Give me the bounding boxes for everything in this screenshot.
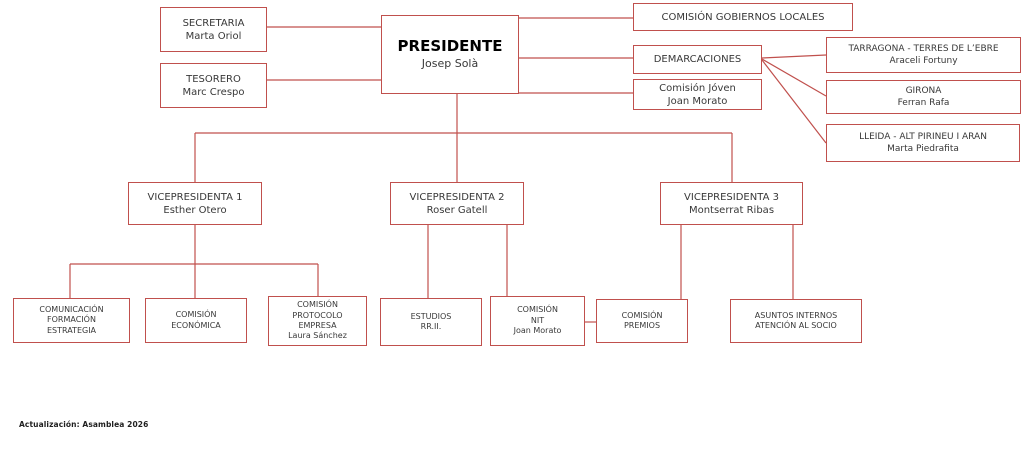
node-person: Joan Morato (513, 326, 562, 336)
node-title: ASUNTOS INTERNOS (754, 310, 838, 320)
org-node-tesorero: TESORERO Marc Crespo (160, 63, 267, 108)
node-title: ESTUDIOS (410, 311, 452, 321)
node-title: VICEPRESIDENTA 3 (684, 191, 779, 203)
node-person: Esther Otero (163, 204, 227, 216)
org-node-lleida: LLEIDA - ALT PIRINEU I ARAN Marta Piedra… (826, 124, 1020, 162)
node-title: NIT (530, 315, 545, 325)
node-person: Roser Gatell (426, 204, 488, 216)
node-title: Comisión Jóven (659, 82, 736, 94)
node-title: PREMIOS (623, 321, 661, 330)
node-title: PROTOCOLO (292, 310, 343, 320)
node-title: COMISIÓN (175, 310, 217, 320)
node-title: RR.II. (420, 322, 442, 331)
node-title: ECONÓMICA (171, 320, 221, 330)
node-title: ESTRATEGIA (46, 325, 97, 335)
org-node-presidente: PRESIDENTE Josep Solà (381, 15, 519, 94)
node-title: ATENCIÓN AL SOCIO (755, 321, 837, 330)
node-title: VICEPRESIDENTA 1 (147, 191, 243, 203)
connector-demarcaciones-girona (761, 58, 827, 97)
node-title: DEMARCACIONES (653, 54, 742, 65)
node-title: VICEPRESIDENTA 2 (409, 191, 505, 203)
node-person: Josep Solà (421, 57, 479, 71)
node-title: GIRONA (905, 85, 942, 96)
org-node-comision-protocolo-empresa: COMISIÓN PROTOCOLO EMPRESA Laura Sánchez (268, 296, 367, 346)
node-title: COMISIÓN GOBIERNOS LOCALES (661, 11, 825, 23)
node-title: TARRAGONA - TERRES DE L’EBRE (848, 43, 999, 54)
org-node-comision-nit: COMISIÓN NIT Joan Morato (490, 296, 585, 346)
node-person: Marta Oriol (185, 30, 242, 42)
org-node-estudios-rrii: ESTUDIOS RR.II. (380, 298, 482, 346)
org-node-tarragona: TARRAGONA - TERRES DE L’EBRE Araceli For… (826, 37, 1021, 73)
org-node-comision-joven: Comisión Jóven Joan Morato (633, 79, 762, 110)
node-person: Joan Morato (667, 95, 728, 107)
node-title: COMISIÓN (517, 305, 558, 315)
org-node-vicepresidenta-3: VICEPRESIDENTA 3 Montserrat Ribas (660, 182, 803, 225)
node-person: Montserrat Ribas (688, 204, 775, 216)
node-person: Ferran Rafa (897, 98, 950, 108)
node-title: COMISIÓN (297, 300, 338, 310)
connector-demarcaciones-tarragona (761, 54, 827, 59)
node-title: LLEIDA - ALT PIRINEU I ARAN (859, 131, 987, 142)
connector-demarcaciones-lleida (761, 59, 827, 144)
org-node-comunicacion-formacion-estrategia: COMUNICACIÓN FORMACIÓN ESTRATEGIA (13, 298, 130, 343)
node-person: Marta Piedrafita (887, 144, 959, 154)
org-node-comision-economica: COMISIÓN ECONÓMICA (145, 298, 247, 343)
org-node-vicepresidenta-1: VICEPRESIDENTA 1 Esther Otero (128, 182, 262, 225)
node-title: COMISIÓN (621, 310, 663, 320)
org-node-demarcaciones: DEMARCACIONES (633, 45, 762, 74)
org-node-comision-premios: COMISIÓN PREMIOS (596, 299, 688, 343)
org-node-secretaria: SECRETARIA Marta Oriol (160, 7, 267, 52)
org-node-vicepresidenta-2: VICEPRESIDENTA 2 Roser Gatell (390, 182, 524, 225)
update-note: Actualización: Asamblea 2026 (19, 420, 149, 429)
node-title: COMUNICACIÓN (39, 304, 104, 314)
node-person: Laura Sánchez (288, 331, 347, 341)
node-title: SECRETARIA (182, 17, 245, 29)
org-node-asuntos-internos: ASUNTOS INTERNOS ATENCIÓN AL SOCIO (730, 299, 862, 343)
node-title: PRESIDENTE (397, 37, 503, 56)
node-title: FORMACIÓN (47, 315, 96, 325)
node-person: Marc Crespo (182, 86, 245, 98)
node-person: Araceli Fortuny (889, 56, 958, 66)
node-title: TESORERO (186, 73, 241, 85)
node-title: EMPRESA (298, 321, 337, 330)
org-node-comision-gobiernos-locales: COMISIÓN GOBIERNOS LOCALES (633, 3, 853, 31)
org-node-girona: GIRONA Ferran Rafa (826, 80, 1021, 114)
